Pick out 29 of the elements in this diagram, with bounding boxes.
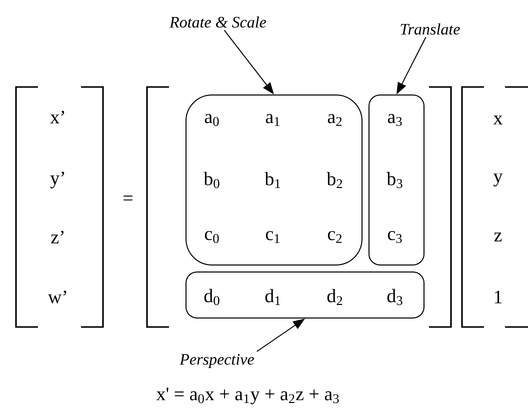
vector-entry: y bbox=[494, 174, 503, 186]
matrix-entry: a$_{3}$ bbox=[388, 114, 402, 126]
matrix-entry: a$_{0}$ bbox=[204, 114, 219, 126]
matrix-entry: c$_{3}$ bbox=[388, 231, 402, 243]
matrix-entry: d$_{3}$ bbox=[387, 288, 402, 306]
matrix-entry: c$_{2}$ bbox=[328, 231, 342, 243]
matrix-entry: b$_{0}$ bbox=[204, 172, 220, 188]
matrix-entry: d$_{2}$ bbox=[327, 289, 342, 306]
vector-entry: 1 bbox=[494, 290, 502, 304]
annotation-label: Translate bbox=[400, 23, 460, 35]
equation: x' = a$_{0}$x + a$_{1}$y + a$_{2}$z + a$_{3}$ bbox=[156, 388, 339, 404]
matrix-entry: c$_{0}$ bbox=[204, 231, 219, 243]
matrix-entry: a$_{2}$ bbox=[328, 114, 342, 126]
vector-entry: y’ bbox=[50, 172, 64, 188]
matrix-entry: b$_{3}$ bbox=[386, 172, 402, 188]
matrix-entry: a$_{1}$ bbox=[266, 114, 280, 126]
equals-sign: = bbox=[124, 196, 132, 200]
matrix-entry: d$_{1}$ bbox=[265, 289, 280, 305]
matrix-entry: b$_{2}$ bbox=[326, 172, 342, 188]
vector-entry: x’ bbox=[50, 110, 64, 124]
vector-entry: x bbox=[493, 116, 503, 124]
vector-entry: z’ bbox=[51, 230, 64, 244]
vector-entry: z bbox=[494, 232, 502, 242]
annotation-label: Rotate & Scale bbox=[170, 16, 266, 28]
matrix-entry: c$_{1}$ bbox=[266, 231, 280, 243]
annotation-label: Perspective bbox=[180, 354, 254, 368]
vector-entry: w’ bbox=[48, 290, 66, 304]
matrix-entry: d$_{0}$ bbox=[204, 288, 220, 306]
matrix-entry: b$_{1}$ bbox=[264, 172, 280, 188]
